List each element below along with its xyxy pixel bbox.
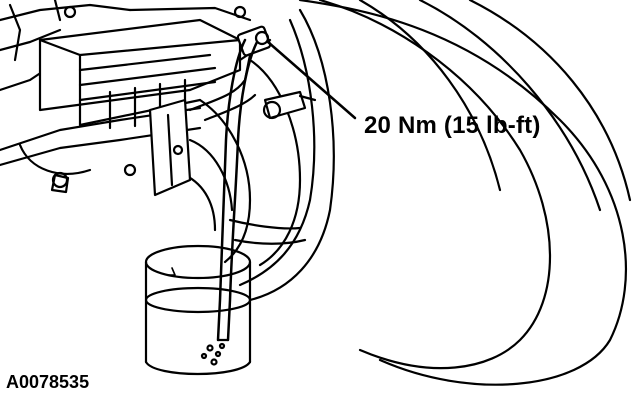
callout-leader-line [266,40,357,120]
bleed-hose-icon [216,38,259,342]
tire-icon [238,0,632,386]
figure-id-label: A0078535 [6,372,90,392]
brake-backing-plate-icon [183,58,307,267]
fluid-container-icon [144,244,252,376]
brake-bleeder-valve-icon [236,25,317,120]
torque-spec-callout: 20 Nm (15 lb-ft) [364,112,541,139]
leaf-spring-icon [38,18,242,197]
